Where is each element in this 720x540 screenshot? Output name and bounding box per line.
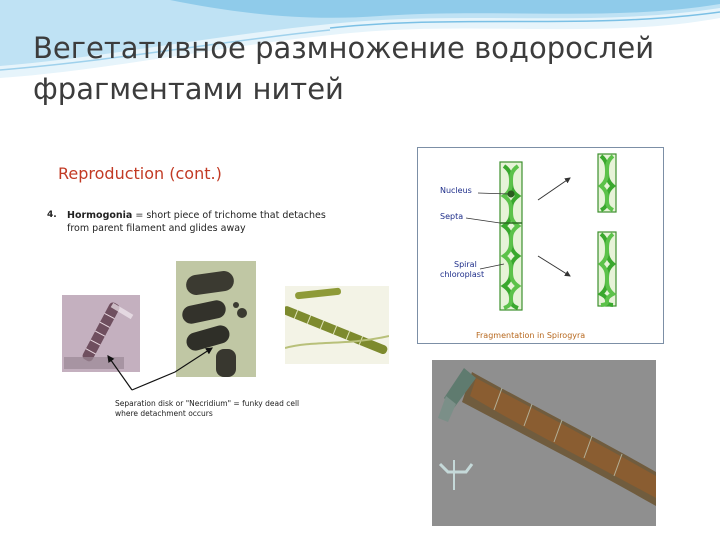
micrograph-hormogonia [176, 261, 256, 377]
spirogyra-figure: Nucleus Septa Spiral chloroplast Fragmen… [417, 147, 664, 344]
label-nucleus: Nucleus [440, 186, 472, 195]
hormogonia-figure: Reproduction (cont.) 4. Hormogonia = sho… [40, 152, 389, 426]
pointer-arrows [107, 347, 214, 391]
micrograph-small-filament [62, 295, 140, 372]
label-septa: Septa [440, 212, 464, 221]
label-spiral: Spiral [454, 260, 477, 269]
necridium-caption-line1: Separation disk or "Necridium" = funky d… [115, 399, 300, 408]
label-chloroplast: chloroplast [440, 270, 485, 279]
slide-title: Вегетативное размножение водорослей фраг… [33, 28, 693, 110]
hormogonia-definition-line1: Hormogonia = short piece of trichome tha… [67, 210, 326, 221]
hormogonia-definition-line2: from parent filament and glides away [67, 223, 246, 234]
micrograph-fragmenting-filament [432, 360, 656, 526]
figure-heading: Reproduction (cont.) [58, 164, 222, 183]
slide-title-line1: Вегетативное размножение водорослей [33, 31, 655, 65]
header-wave-decoration [0, 0, 720, 78]
necridium-caption-line2: where detachment occurs [115, 409, 213, 418]
micrograph-green-filaments [285, 286, 389, 364]
spirogyra-diagram [465, 153, 617, 311]
item-number: 4. [47, 210, 57, 220]
hormogonia-term: Hormogonia [67, 210, 133, 221]
spirogyra-caption: Fragmentation in Spirogyra [476, 331, 586, 340]
slide-title-line2: фрагментами нитей [33, 72, 344, 106]
hormogonia-definition-rest: = short piece of trichome that detaches [132, 210, 326, 221]
